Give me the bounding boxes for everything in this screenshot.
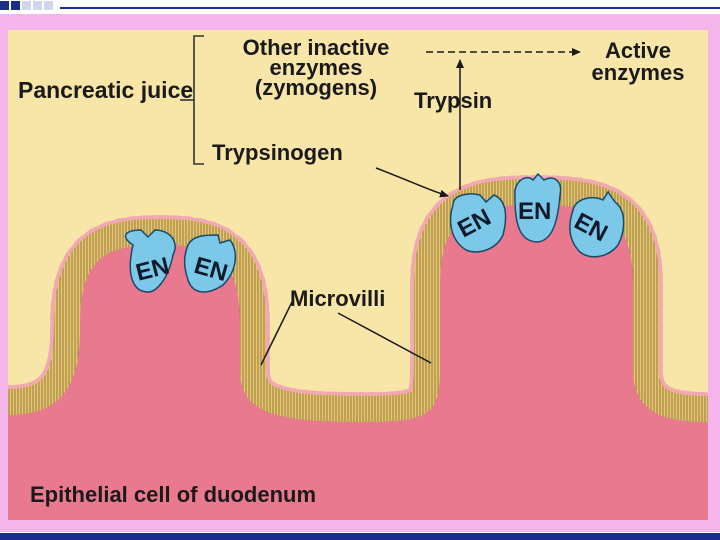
epithelial-cell-label: Epithelial cell of duodenum [30, 482, 317, 507]
top-rule [60, 7, 720, 9]
epithelial-cell-body [8, 205, 708, 520]
enzyme-right-2 [514, 172, 562, 243]
other-inactive-enzymes-label: Other inactive enzymes (zymogens) [242, 35, 390, 100]
top-square-light-2 [33, 1, 42, 10]
top-square-navy [0, 1, 9, 10]
top-square-light [22, 1, 31, 10]
microvilli-label: Microvilli [290, 286, 386, 311]
enzyme-right-1 [449, 193, 507, 253]
arrow-trypsinogen-to-enzyme [375, 167, 449, 198]
top-square-light-3 [44, 1, 53, 10]
microvilli-leader-left [260, 299, 294, 366]
enzyme-right-3 [569, 190, 625, 258]
diagram-svg [8, 30, 708, 520]
trypsin-label: Trypsin [414, 88, 493, 113]
top-square-navy-2 [11, 1, 20, 10]
diagram-panel: Pancreatic juice Other inactive enzymes … [8, 30, 708, 520]
enzyme-label-right-2: EN [518, 198, 552, 225]
enzyme-left-1 [124, 229, 176, 293]
active-enzymes-label: Active enzymes [591, 38, 685, 85]
slide-bottom-bar [0, 533, 720, 540]
slide-top-bar [0, 0, 720, 12]
trypsinogen-label: Trypsinogen [212, 140, 343, 165]
enzyme-left-2 [183, 234, 237, 293]
pancreatic-juice-label: Pancreatic juice [18, 77, 194, 103]
microvilli-leader-right [337, 312, 432, 364]
